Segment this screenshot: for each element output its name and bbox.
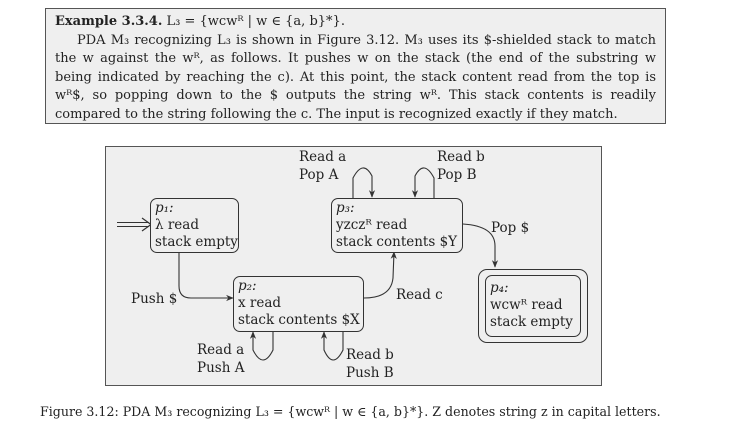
loop-p3-a-read: Read a [299,149,347,165]
state-p4-line2: stack empty [490,314,573,330]
loop-p2-a-read: Read a [197,342,245,358]
loop-p3-b-read: Read b [437,149,485,165]
loop-p3-b [411,167,435,198]
state-p3-line2: stack contents $Y [336,234,458,250]
state-p4-name: p₄: [490,280,509,296]
state-p1-name: p₁: [155,200,174,216]
state-p1: p₁: λ read stack empty [150,198,239,253]
state-p3-name: p₃: [336,200,355,216]
loop-p3-a [352,167,376,198]
edge-label-loop-p3-b: Read b Pop B [437,148,485,184]
loop-p3-a-action: Pop A [299,167,339,183]
edge-p1-p2 [178,253,234,302]
edge-label-p2-p3: Read c [396,287,443,303]
state-p2: p₂: x read stack contents $X [233,276,364,332]
start-arrow [117,217,153,232]
example-body: PDA M₃ recognizing L₃ is shown in Figure… [55,32,656,122]
state-p4-line1: wcwᴿ read [490,297,563,313]
state-p4: p₄: wcwᴿ read stack empty [485,275,581,337]
loop-p2-a-action: Push A [197,360,245,376]
state-p1-line1: λ read [155,217,199,233]
loop-p2-b-action: Push B [346,365,394,381]
state-p3-line1: yzczᴿ read [336,217,408,233]
loop-p2-b [320,331,344,361]
state-p2-line1: x read [238,295,282,311]
edge-p3-p4 [462,223,499,268]
edge-label-p3-p4: Pop $ [491,220,530,236]
example-title: Example 3.3.4. [55,14,163,29]
loop-p3-b-action: Pop B [437,167,477,183]
example-box: Example 3.3.4. L₃ = {wcwᴿ | w ∈ {a, b}*}… [45,8,666,124]
edge-label-loop-p2-a: Read a Push A [197,341,244,377]
state-p1-line2: stack empty [155,234,238,250]
example-title-math: L₃ = {wcwᴿ | w ∈ {a, b}*}. [166,14,345,29]
edge-label-loop-p2-b: Read b Push B [346,346,394,382]
state-p3: p₃: yzczᴿ read stack contents $Y [331,198,463,253]
state-p2-line2: stack contents $X [238,312,360,328]
state-p2-name: p₂: [238,278,257,294]
example-text: Example 3.3.4. L₃ = {wcwᴿ | w ∈ {a, b}*}… [55,13,656,125]
loop-p2-a [249,331,274,361]
edge-label-p1-p2: Push $ [131,291,178,307]
state-p4-accept-ring [478,269,588,343]
diagram-arrows [117,167,499,361]
figure-caption: Figure 3.12: PDA M₃ recognizing L₃ = {wc… [40,404,661,419]
edge-label-loop-p3-a: Read a Pop A [299,148,346,184]
loop-p2-b-read: Read b [346,347,394,363]
edge-p2-p3 [363,251,397,299]
